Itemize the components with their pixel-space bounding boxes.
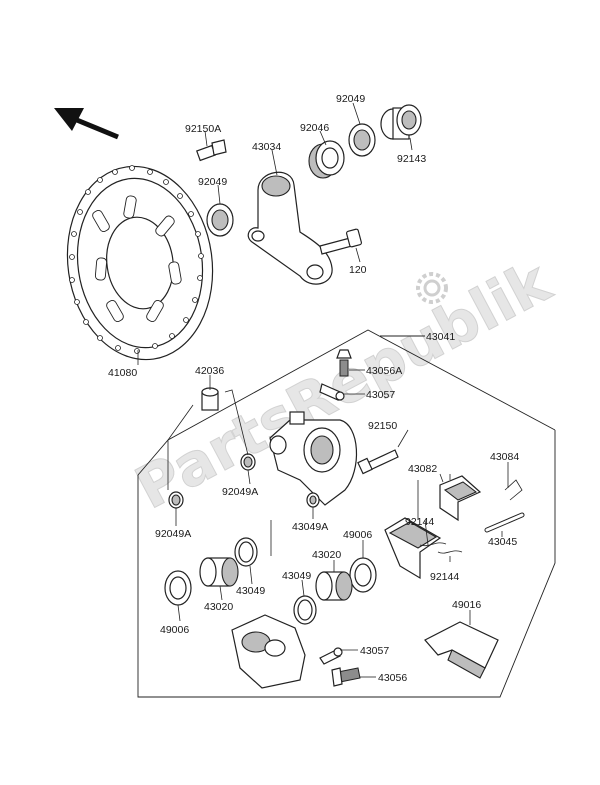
piston-43020-left bbox=[199, 557, 239, 587]
seal-43049A bbox=[306, 492, 320, 508]
spring-clip-92144-b bbox=[437, 550, 463, 554]
label-43020-left: 43020 bbox=[204, 601, 233, 613]
bolt-92150 bbox=[357, 449, 399, 475]
seal-43049-mid bbox=[293, 595, 317, 625]
part-labels: 92150A 43034 92046 92049 92143 92049 120… bbox=[108, 93, 519, 684]
bolt-120 bbox=[319, 228, 363, 255]
bleeder-valve-43056A bbox=[336, 349, 352, 377]
label-43045: 43045 bbox=[488, 536, 517, 548]
label-41080: 41080 bbox=[108, 367, 137, 379]
seal-49006-left bbox=[164, 570, 192, 606]
label-92046: 92046 bbox=[300, 122, 329, 134]
needle-bearing-92046 bbox=[308, 140, 345, 179]
label-43049A: 43049A bbox=[292, 521, 328, 533]
leader-lines bbox=[137, 102, 509, 678]
oil-seal-92049-top bbox=[348, 123, 376, 157]
label-43049-mid: 43049 bbox=[282, 570, 311, 582]
label-92049-mid: 92049 bbox=[198, 176, 227, 188]
label-92049A-left: 92049A bbox=[155, 528, 191, 540]
front-direction-arrow-icon bbox=[54, 108, 119, 140]
label-42036: 42036 bbox=[195, 365, 224, 377]
label-92150: 92150 bbox=[368, 420, 397, 432]
sleeve-42036 bbox=[201, 387, 219, 411]
label-49016: 49016 bbox=[452, 599, 481, 611]
label-49006-right: 49006 bbox=[343, 529, 372, 541]
brake-pad-rear bbox=[439, 475, 482, 522]
label-92150A: 92150A bbox=[185, 123, 221, 135]
label-43057-bottom: 43057 bbox=[360, 645, 389, 657]
label-43041: 43041 bbox=[426, 331, 455, 343]
collar-92143 bbox=[380, 104, 422, 140]
label-92049A-mid: 92049A bbox=[222, 486, 258, 498]
cap-43057-bottom bbox=[319, 647, 343, 665]
cap-43057-top bbox=[319, 383, 345, 401]
caliper-assembly-frame bbox=[137, 329, 556, 698]
caliper-bracket-43034 bbox=[247, 171, 333, 285]
spring-clip-92144-a bbox=[419, 542, 447, 547]
seal-43049-left bbox=[234, 537, 258, 567]
oil-seal-92049-mid bbox=[206, 203, 234, 237]
clip-43084 bbox=[504, 479, 523, 501]
label-43082: 43082 bbox=[408, 463, 437, 475]
bolt-92150A bbox=[196, 139, 227, 162]
label-92144-a: 92144 bbox=[405, 516, 434, 528]
label-92143: 92143 bbox=[397, 153, 426, 165]
label-43056A: 43056A bbox=[366, 365, 402, 377]
seal-92049A-mid bbox=[240, 453, 256, 471]
label-43084: 43084 bbox=[490, 451, 519, 463]
gear-icon bbox=[416, 272, 448, 304]
pad-spring-49016 bbox=[424, 621, 499, 679]
caliper-body bbox=[231, 614, 306, 689]
bleeder-valve-43056 bbox=[331, 667, 361, 687]
pad-pin-43045 bbox=[484, 512, 525, 533]
label-43056: 43056 bbox=[378, 672, 407, 684]
piston-43020-right bbox=[315, 571, 353, 601]
label-43034: 43034 bbox=[252, 141, 281, 153]
label-43020-right: 43020 bbox=[312, 549, 341, 561]
caliper-holder bbox=[269, 411, 357, 506]
label-120: 120 bbox=[349, 264, 367, 276]
seal-49006-right bbox=[349, 557, 377, 593]
label-43049-left: 43049 bbox=[236, 585, 265, 597]
label-92144-b: 92144 bbox=[430, 571, 459, 583]
label-43057-top: 43057 bbox=[366, 389, 395, 401]
label-92049-top: 92049 bbox=[336, 93, 365, 105]
label-49006-left: 49006 bbox=[160, 624, 189, 636]
seal-92049A-left bbox=[168, 491, 184, 509]
brake-disc bbox=[66, 165, 214, 361]
